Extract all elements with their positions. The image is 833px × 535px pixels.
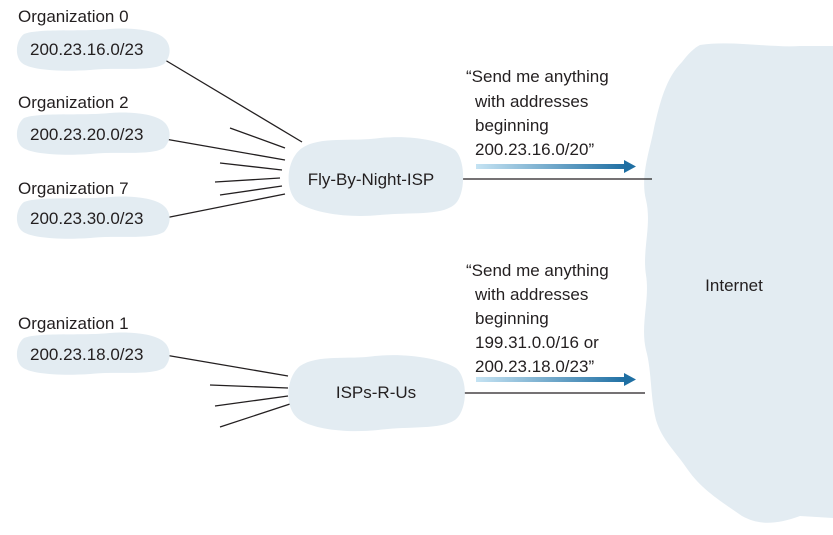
isps-r-us-links <box>164 354 645 428</box>
organization-prefix: 200.23.16.0/23 <box>30 40 143 59</box>
isp-cloud <box>288 355 465 432</box>
link-org0 <box>164 59 303 143</box>
link-stub <box>219 185 283 196</box>
link-stub <box>209 384 289 389</box>
fly-by-night-arrow <box>476 160 636 173</box>
isp-label: ISPs-R-Us <box>336 383 416 402</box>
advertisement-line: with addresses <box>474 285 588 304</box>
link-org7 <box>164 193 286 219</box>
isps-r-us-advertisement: “Send me anything with addresses beginni… <box>466 261 609 376</box>
advertisement-line: 200.23.16.0/20” <box>475 140 594 159</box>
advertisement-line: beginning <box>475 116 549 135</box>
organization-0: Organization 0 200.23.16.0/23 <box>16 7 170 71</box>
arrow-head-icon <box>624 160 636 173</box>
advertisement-line: with addresses <box>474 92 588 111</box>
link-org2 <box>164 138 286 161</box>
link-stub <box>219 162 283 171</box>
organization-prefix: 200.23.20.0/23 <box>30 125 143 144</box>
advertisement-line: “Send me anything <box>466 261 609 280</box>
link-stub <box>229 127 286 149</box>
link-org1 <box>164 354 289 377</box>
link-stub <box>214 395 289 407</box>
internet-label: Internet <box>705 276 763 295</box>
isps-r-us: ISPs-R-Us <box>288 355 465 432</box>
internet-cloud: Internet <box>644 43 833 523</box>
advertisement-line: “Send me anything <box>466 67 609 86</box>
isp-cloud <box>288 137 464 216</box>
organization-2: Organization 2 200.23.20.0/23 <box>16 93 170 155</box>
organization-name: Organization 2 <box>18 93 129 112</box>
isp-label: Fly-By-Night-ISP <box>308 170 435 189</box>
prefix-cloud <box>16 332 170 375</box>
arrow-shaft <box>476 164 626 169</box>
organization-7: Organization 7 200.23.30.0/23 <box>16 179 170 239</box>
prefix-cloud <box>16 28 170 71</box>
organization-name: Organization 0 <box>18 7 129 26</box>
organization-prefix: 200.23.18.0/23 <box>30 345 143 364</box>
fly-by-night-advertisement: “Send me anything with addresses beginni… <box>466 67 609 159</box>
organization-1: Organization 1 200.23.18.0/23 <box>16 314 170 375</box>
arrow-head-icon <box>624 373 636 386</box>
organization-name: Organization 7 <box>18 179 129 198</box>
organization-name: Organization 1 <box>18 314 129 333</box>
prefix-cloud <box>16 196 170 239</box>
fly-by-night-isp: Fly-By-Night-ISP <box>288 137 464 216</box>
link-stub <box>214 177 281 183</box>
organization-prefix: 200.23.30.0/23 <box>30 209 143 228</box>
link-stub <box>219 403 291 428</box>
fly-by-night-links <box>164 59 652 219</box>
advertisement-line: 199.31.0.0/16 or <box>475 333 599 352</box>
isps-r-us-arrow <box>476 373 636 386</box>
advertisement-line: 200.23.18.0/23” <box>475 357 594 376</box>
prefix-cloud <box>16 112 170 155</box>
advertisement-line: beginning <box>475 309 549 328</box>
arrow-shaft <box>476 377 626 382</box>
